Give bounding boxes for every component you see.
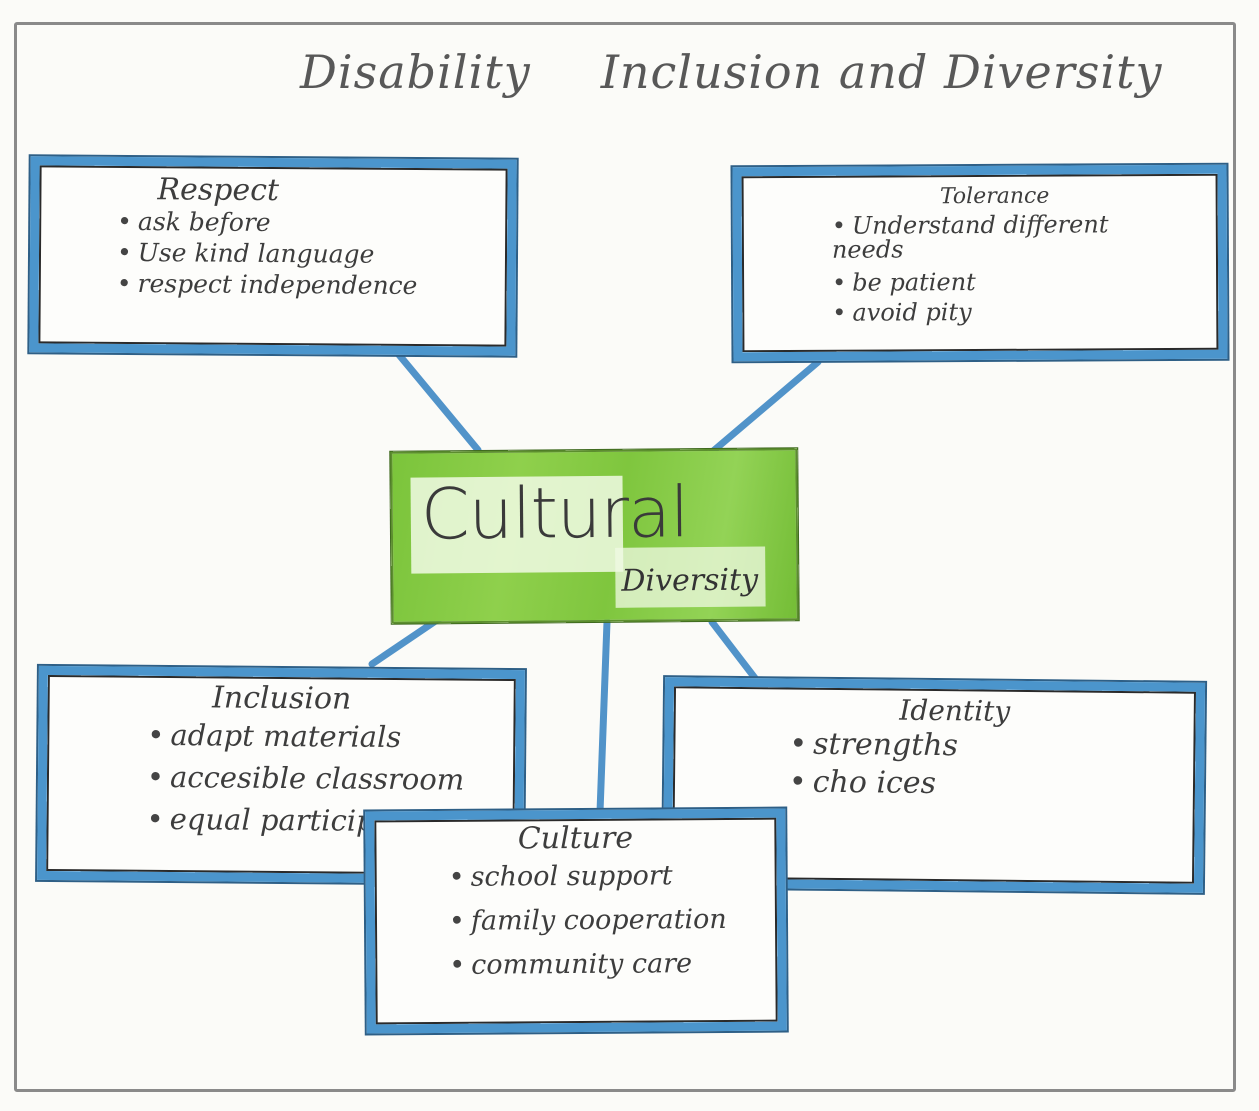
box-respect: Respect ask before Use kind language res… (29, 156, 517, 356)
list-item: cho ices (789, 763, 1195, 805)
title-rest: Inclusion and Diversity (600, 45, 1163, 99)
list-item: accesible classroom (147, 756, 515, 801)
central-node-label-diversity: Diversity (621, 562, 759, 599)
list-item: community care (449, 942, 777, 988)
box-tolerance-title: Tolerance (939, 183, 1050, 210)
connector-identity (708, 618, 762, 686)
list-item: school support (449, 854, 777, 900)
list-item: ask before (117, 206, 507, 240)
box-respect-list: ask before Use kind language respect ind… (39, 205, 508, 301)
diagram-title: Disability Inclusion and Diversity (300, 45, 1162, 115)
box-inclusion-title: Inclusion (211, 680, 352, 717)
list-item: strengths (789, 725, 1195, 767)
box-tolerance: Tolerance Understand different needs be … (732, 164, 1228, 362)
connector-respect (391, 346, 482, 454)
box-respect-title: Respect (157, 172, 280, 209)
list-item: Understand different needs (832, 210, 1132, 263)
box-culture: Culture school support family cooperatio… (365, 808, 787, 1034)
box-identity-list: strengths cho ices (673, 724, 1196, 805)
box-culture-list: school support family cooperation commun… (375, 854, 778, 989)
page-frame (14, 22, 1236, 1092)
title-word-disability: Disability (300, 45, 531, 99)
box-culture-title: Culture (517, 820, 634, 857)
connector-tolerance (708, 358, 822, 456)
box-identity-title: Identity (899, 693, 1011, 728)
connector-inclusion (368, 614, 444, 668)
list-item: adapt materials (147, 714, 515, 759)
central-node-label-cultural: Cultural (420, 471, 689, 556)
list-item: family cooperation (449, 898, 777, 944)
box-tolerance-list: Understand different needs be patient av… (742, 210, 1219, 328)
connector-culture (596, 618, 611, 816)
list-item: respect independence (117, 268, 507, 302)
list-item: be patient (832, 266, 1218, 298)
list-item: Use kind language (117, 237, 507, 271)
list-item: avoid pity (832, 296, 1218, 328)
central-node: Cultural Diversity (390, 448, 799, 624)
